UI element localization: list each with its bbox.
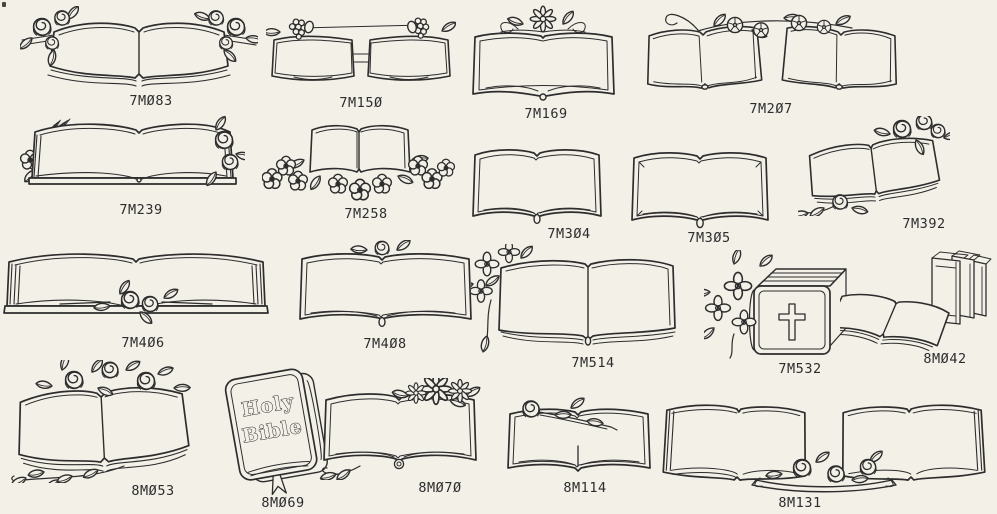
holy-bible-bookmark-drawing: Holy Bible xyxy=(224,368,328,495)
design-code: 8M114 xyxy=(563,480,607,496)
plain-open-book-drawing xyxy=(631,152,769,229)
plain-open-book-drawing xyxy=(472,149,602,225)
book-top-rose-drawing xyxy=(299,240,472,328)
twin-books-morning-glories-drawing xyxy=(646,11,898,90)
catalog-item-8M069: Holy Bible 8MØ69 xyxy=(211,363,339,514)
book-wheat-roses-drawing xyxy=(20,114,245,188)
twin-panels-grapes-drawing xyxy=(266,17,456,81)
book-pansies-drawing xyxy=(262,124,455,201)
book-dogwood-spray-drawing xyxy=(471,244,676,354)
design-code: 7M3Ø4 xyxy=(547,226,591,242)
catalog-item-7M150: 7M15Ø xyxy=(266,14,456,114)
design-code: 8M131 xyxy=(778,495,822,511)
design-code: 8MØ69 xyxy=(261,495,305,511)
design-code: 7M3Ø5 xyxy=(687,230,731,246)
catalog-item-7M305: 7M3Ø5 xyxy=(626,140,774,248)
catalog-item-8M042: 8MØ42 xyxy=(840,246,994,370)
catalog-item-7M514: 7M514 xyxy=(471,244,683,374)
catalog-item-8M053: 8MØ53 xyxy=(6,360,202,502)
catalog-item-7M258: 7M258 xyxy=(262,118,455,224)
design-code: 8MØ53 xyxy=(131,483,175,499)
open-book-corner-roses-drawing xyxy=(20,6,258,87)
design-code: 7M4Ø8 xyxy=(363,336,407,352)
design-code: 8MØ7Ø xyxy=(418,480,462,496)
book-daisies-ivy-drawing xyxy=(319,378,483,480)
closed-bible-cross-dogwood-drawing xyxy=(704,250,847,359)
scan-mark xyxy=(2,2,6,7)
catalog-item-7M392: 7M392 xyxy=(798,116,950,234)
design-code: 7M392 xyxy=(902,216,946,232)
catalog-item-7M532: 7M532 xyxy=(704,250,850,380)
design-code: 7MØ83 xyxy=(129,93,173,109)
catalog-item-7M083: 7MØ83 xyxy=(20,6,258,114)
book-rose-garland-branch-drawing xyxy=(9,360,192,483)
catalog-item-7M239: 7M239 xyxy=(20,110,245,222)
catalog-item-8M114: 8M114 xyxy=(503,396,655,498)
design-code: 7M514 xyxy=(571,355,615,371)
design-code: 7M15Ø xyxy=(339,95,383,111)
design-code: 7M532 xyxy=(778,361,822,377)
book-long-stem-rose-drawing xyxy=(507,396,651,472)
catalog-item-7M207: 7M2Ø7 xyxy=(640,6,905,118)
design-code: 7M4Ø6 xyxy=(121,335,165,351)
twin-books-rose-swag-drawing xyxy=(662,404,986,493)
design-code: 7M2Ø7 xyxy=(749,101,793,117)
design-code: 7M258 xyxy=(344,206,388,222)
catalog-item-8M131: 8M131 xyxy=(656,396,992,514)
tilted-book-roses-drawing xyxy=(798,116,950,216)
catalog-item-7M408: 7M4Ø8 xyxy=(293,240,478,354)
design-code: 7M169 xyxy=(524,106,568,122)
catalog-item-7M304: 7M3Ø4 xyxy=(468,138,606,244)
catalog-item-7M406: 7M4Ø6 xyxy=(2,242,272,354)
catalog-item-7M169: 7M169 xyxy=(466,4,621,124)
design-code: 8MØ42 xyxy=(923,351,967,367)
book-flower-crest-drawing xyxy=(472,5,615,101)
design-code: 7M239 xyxy=(119,202,163,218)
catalog-item-8M070: 8MØ7Ø xyxy=(318,378,486,500)
open-book-standing-books-drawing xyxy=(840,250,992,351)
wide-book-bottom-roses-drawing xyxy=(3,253,269,327)
